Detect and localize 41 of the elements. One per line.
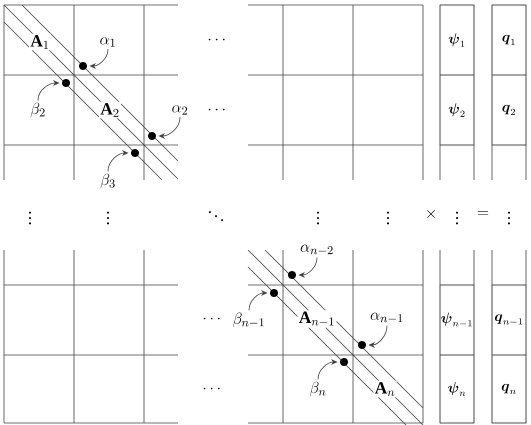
dot bbox=[288, 271, 296, 279]
callout-symbol: $\alpha_{n-2}$ bbox=[298, 242, 336, 258]
math-label: $\mathbf{A}_n$ bbox=[373, 380, 397, 398]
math-label: $\vdots$ bbox=[26, 202, 34, 226]
callout-symbol: $\beta_{n-1}$ bbox=[230, 310, 268, 330]
callout-symbol: $\beta_2$ bbox=[28, 100, 48, 120]
callout-symbol: $\beta_n$ bbox=[308, 380, 328, 398]
math-label: $\vdots$ bbox=[384, 202, 392, 226]
vector-cell: $\boldsymbol{\psi}_n$ bbox=[440, 354, 474, 424]
dot bbox=[62, 79, 70, 87]
math-label: $\ddots$ bbox=[206, 200, 226, 224]
math-label: $\vdots$ bbox=[454, 202, 460, 226]
math-label: $=$ bbox=[476, 210, 490, 218]
callout-symbol: $\alpha_{n-1}$ bbox=[368, 310, 406, 326]
dot bbox=[148, 132, 156, 140]
vector-cell: $\boldsymbol{\psi}_{n-1}$ bbox=[440, 284, 474, 356]
vector-cell: $\boldsymbol{\psi}_1$ bbox=[440, 4, 474, 76]
dot bbox=[131, 149, 139, 157]
math-label: $\mathbf{A}_{n-1}$ bbox=[297, 310, 337, 328]
math-label: $\vdots$ bbox=[506, 202, 512, 226]
math-label: $\cdots$ bbox=[201, 314, 225, 324]
callout-symbol: $\alpha_1$ bbox=[98, 35, 118, 49]
math-label: $\vdots$ bbox=[104, 202, 112, 226]
vector-cell: $\boldsymbol{q}_n$ bbox=[492, 354, 526, 424]
vector-cell: $\boldsymbol{q}_{n-1}$ bbox=[492, 284, 526, 356]
dot bbox=[79, 62, 87, 70]
dot bbox=[340, 358, 348, 366]
math-label: $\mathbf{A}_1$ bbox=[29, 34, 51, 50]
callout-symbol: $\beta_3$ bbox=[98, 172, 118, 190]
vector-cell: $\boldsymbol{\psi}_2$ bbox=[440, 74, 474, 146]
dot bbox=[358, 341, 366, 349]
vector-cell: $\boldsymbol{q}_1$ bbox=[492, 4, 526, 76]
math-label: $\cdots$ bbox=[206, 35, 230, 45]
math-label: $\times$ bbox=[423, 207, 439, 221]
math-label: $\vdots$ bbox=[314, 202, 322, 226]
math-label: $\cdots$ bbox=[201, 384, 225, 394]
math-label: $\mathbf{A}_2$ bbox=[99, 102, 121, 118]
math-label: $\cdots$ bbox=[206, 105, 230, 115]
dot bbox=[270, 289, 278, 297]
callout-symbol: $\alpha_2$ bbox=[170, 103, 190, 117]
vector-cell: $\boldsymbol{q}_2$ bbox=[492, 74, 526, 146]
